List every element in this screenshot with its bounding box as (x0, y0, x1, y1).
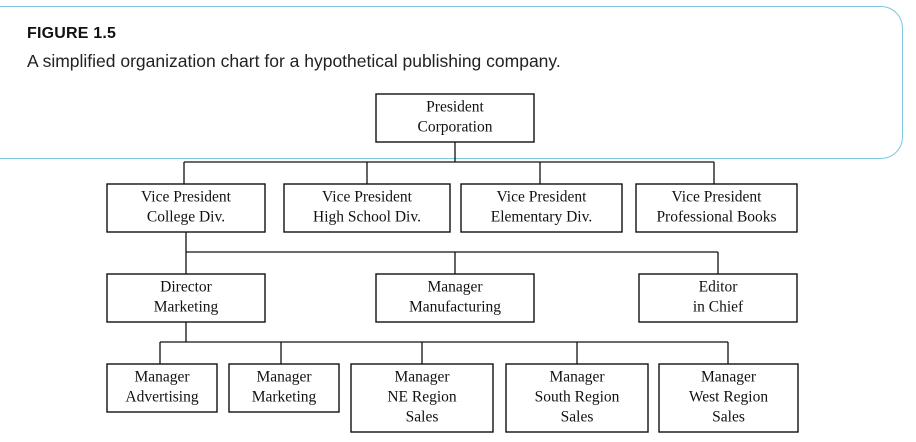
org-node-label: Director (160, 279, 212, 296)
org-node-label: Advertising (125, 389, 198, 406)
org-node-label: President (426, 99, 484, 116)
org-node-box (635, 183, 798, 233)
org-node-label: Manager (549, 369, 605, 386)
org-node-box (106, 183, 266, 233)
org-node-label: Professional Books (656, 209, 776, 226)
org-node-box (638, 273, 798, 323)
org-node-label: Marketing (154, 299, 219, 316)
org-node-box (375, 273, 535, 323)
connector-lines (159, 142, 729, 364)
org-node-label: Manager (427, 279, 483, 296)
figure-caption-frame (0, 6, 903, 159)
org-node-box (460, 183, 623, 233)
org-node-box (658, 363, 799, 433)
org-node-label: Elementary Div. (491, 209, 592, 226)
org-node-label: Manager (256, 369, 312, 386)
org-node-label: Corporation (418, 119, 493, 136)
org-node-box (228, 363, 340, 413)
org-node-box (375, 93, 535, 143)
org-node-editor-in-chief: Editor in Chief (638, 273, 798, 323)
figure-caption: A simplified organization chart for a hy… (27, 51, 561, 71)
org-node-label: South Region (535, 389, 620, 406)
org-node-label: Sales (712, 409, 745, 426)
org-node-label: Vice President (322, 189, 413, 206)
org-node-label: West Region (689, 389, 769, 406)
org-node-box (505, 363, 649, 433)
org-node-label: High School Div. (313, 209, 421, 226)
org-node-box (106, 273, 266, 323)
org-node-label: NE Region (387, 389, 457, 406)
figure-label: FIGURE 1.5 (27, 25, 117, 42)
org-node-label: in Chief (693, 299, 744, 316)
org-node-label: Vice President (672, 189, 763, 206)
org-node-label: Vice President (497, 189, 588, 206)
org-node-label: Manufacturing (409, 299, 501, 316)
org-node-label: Manager (394, 369, 450, 386)
org-node-label: Manager (701, 369, 757, 386)
org-node-label: Sales (406, 409, 439, 426)
org-node-label: Editor (699, 279, 739, 296)
org-node-label: College Div. (147, 209, 225, 226)
org-node-box (106, 363, 218, 413)
org-node-box (283, 183, 451, 233)
org-node-label: Sales (561, 409, 594, 426)
org-node-label: Vice President (141, 189, 232, 206)
org-node-label: Manager (134, 369, 190, 386)
org-node-box (350, 363, 494, 433)
org-node-label: Marketing (252, 389, 317, 406)
